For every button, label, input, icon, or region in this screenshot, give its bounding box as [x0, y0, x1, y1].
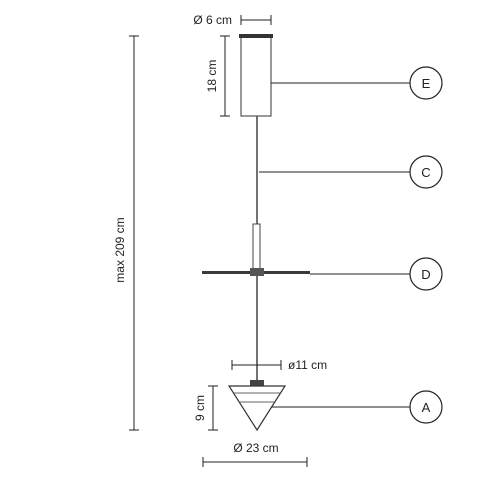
callout-letter-a: A — [422, 400, 431, 415]
cable-connector — [252, 223, 261, 271]
canopy-height-label: 18 cm — [205, 60, 219, 93]
max-height-dimension — [129, 35, 139, 431]
callout-e: E — [409, 66, 443, 100]
shade-diameter-label: Ø 23 cm — [233, 441, 278, 455]
canopy-cap — [239, 34, 273, 38]
canopy-body — [240, 35, 272, 117]
callout-letter-e: E — [422, 76, 431, 91]
canopy-height-dimension — [220, 35, 230, 117]
callout-circle-d — [409, 257, 443, 291]
callout-letter-c: C — [421, 165, 430, 180]
callout-letter-d: D — [421, 267, 430, 282]
shade-diameter-dimension — [202, 457, 308, 467]
callout-circle-e — [409, 66, 443, 100]
shade-height-label: 9 cm — [193, 395, 207, 421]
cone-shade — [227, 380, 287, 432]
callout-leaders — [259, 82, 410, 408]
small-diameter-dimension — [231, 360, 282, 370]
callout-circle-a — [409, 390, 443, 424]
canopy-diameter-label: Ø 6 cm — [193, 13, 232, 27]
disc-hub — [250, 268, 264, 276]
shade-cone — [227, 385, 287, 432]
small-diameter-label: ø11 cm — [288, 358, 327, 372]
max-height-label: max 209 cm — [113, 217, 127, 282]
callout-c: C — [409, 155, 443, 189]
callout-a: A — [409, 390, 443, 424]
shade-mount — [250, 380, 264, 386]
canopy-diameter-dimension — [240, 15, 272, 25]
callout-d: D — [409, 257, 443, 291]
shade-height-dimension — [208, 385, 218, 431]
callout-circle-c — [409, 155, 443, 189]
